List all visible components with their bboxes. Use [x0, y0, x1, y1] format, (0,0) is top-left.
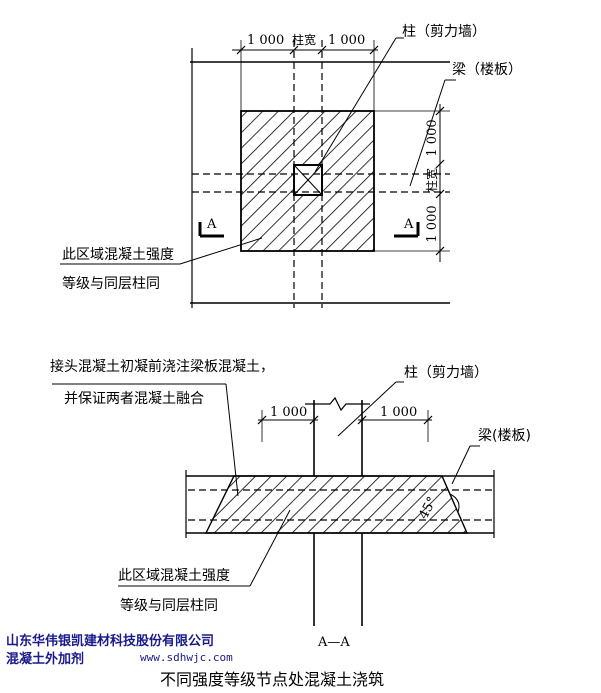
section-dim-right: 1 000 [380, 405, 417, 420]
dim-tick [423, 415, 433, 425]
section-letter-right: A [403, 217, 414, 232]
dim-tick [317, 45, 327, 55]
dim-tick [357, 415, 367, 425]
top-plan: 1 000 柱宽 1 000 1 000 柱宽 1 000 柱（剪力墙） 梁（楼… [60, 24, 522, 308]
dim-tick [435, 159, 445, 169]
website: www.sdhwjc.com [140, 651, 233, 664]
dim-tick [435, 189, 445, 199]
section-name: A—A [317, 635, 350, 650]
section-beam-leader [451, 445, 471, 485]
top-zone-line1: 此区域混凝土强度 [62, 247, 174, 263]
dim-tick [435, 106, 445, 116]
top-dim-left: 1 000 [247, 33, 284, 48]
section-note-line2: 并保证两者混凝土融合 [64, 391, 204, 407]
beam-leader [409, 79, 446, 187]
dim-tick [236, 45, 246, 55]
zone-leader [179, 237, 263, 265]
dim-tick [309, 415, 319, 425]
dim-tick [289, 45, 299, 55]
section-column-leader [337, 381, 397, 437]
top-dim-mid: 柱宽 [292, 32, 316, 47]
column-diagonal [293, 164, 323, 196]
section-zone-line2: 等级与同层柱同 [120, 597, 218, 614]
section-zone-leader [249, 509, 291, 587]
figure-caption: 不同强度等级节点处混凝土浇筑 [160, 670, 385, 689]
angle-arc [449, 493, 460, 513]
dim-tick [369, 45, 379, 55]
section-zone-line1: 此区域混凝土强度 [118, 568, 230, 584]
top-beam-label: 梁（楼板） [452, 62, 522, 78]
right-dim-mid: 柱宽 [424, 168, 439, 192]
dim-tick [435, 246, 445, 256]
dim-tick [257, 415, 267, 425]
right-dim-bot: 1 000 [425, 205, 440, 242]
section-note-line1: 接头混凝土初凝前浇注梁板混凝土， [50, 358, 274, 375]
note-leader [225, 383, 239, 497]
top-zone-line2: 等级与同层柱同 [62, 275, 160, 292]
top-column-label: 柱（剪力墙） [402, 24, 486, 40]
column-break-line [305, 396, 370, 412]
column-leader [314, 37, 397, 173]
product-name: 混凝土外加剂 [6, 652, 85, 667]
section-view: 1 000 1 000 柱（剪力墙） 梁(楼板) 45° 接头混凝土初凝前浇注梁… [50, 358, 531, 650]
right-dim-top: 1 000 [425, 119, 440, 156]
hatched-zone-section [204, 475, 469, 534]
section-beam-label: 梁(楼板) [478, 428, 531, 444]
section-column-label: 柱（剪力墙） [404, 365, 488, 381]
company-name: 山东华伟银凯建材科技股份有限公司 [6, 634, 215, 649]
section-dim-left: 1 000 [270, 405, 307, 420]
top-dim-right: 1 000 [328, 33, 365, 48]
section-letter-left: A [206, 217, 217, 232]
